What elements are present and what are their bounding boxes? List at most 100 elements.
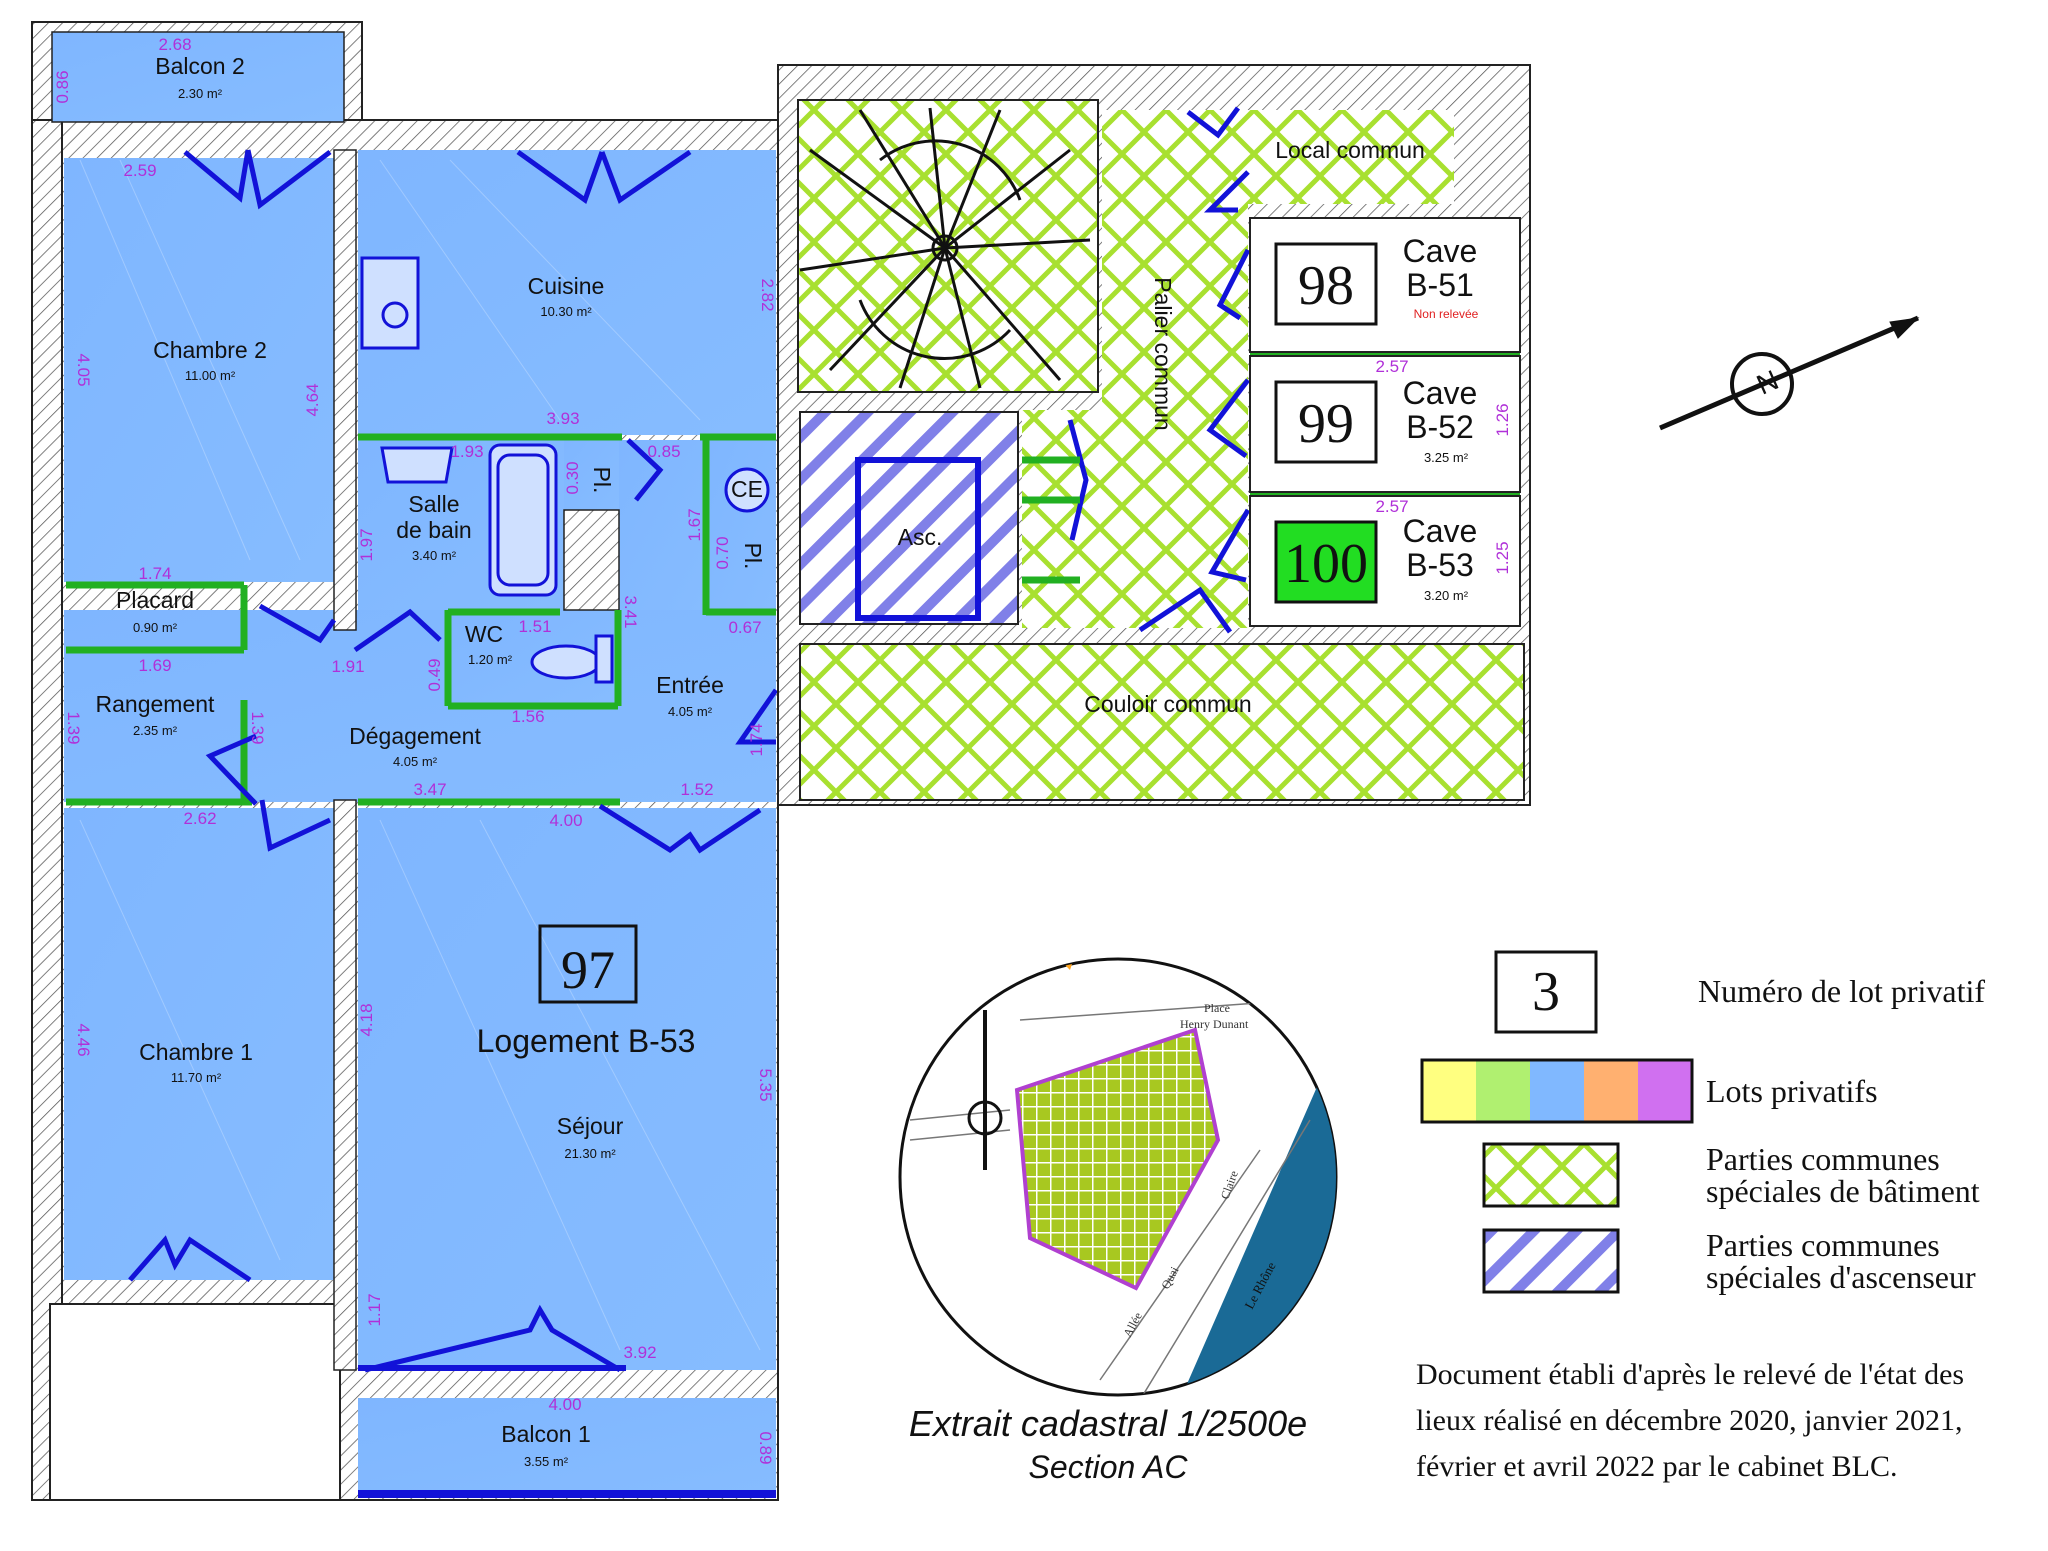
dim-text: 1.93 — [450, 442, 483, 461]
pl1-label: Pl. — [589, 467, 615, 494]
cave-98-note: Non relevée — [1414, 307, 1479, 321]
chambre-1-label: Chambre 1 — [139, 1039, 253, 1065]
svg-text:N: N — [1752, 364, 1783, 401]
doors — [128, 149, 779, 1498]
cave-99-label1: Cave — [1403, 375, 1478, 411]
salle-de-bain-label-1: Salle — [408, 491, 459, 517]
dim-text: 4.18 — [357, 1003, 376, 1036]
cadastre-subtitle: Section AC — [1029, 1449, 1189, 1485]
dim-text: 2.62 — [183, 809, 216, 828]
balcon-1-area: 3.55 m² — [524, 1454, 569, 1469]
balcon-2-area: 2.30 m² — [178, 86, 223, 101]
dim-text: 0.70 — [713, 536, 732, 569]
room-pl2-ce — [706, 440, 776, 610]
chambre-1-area: 11.70 m² — [171, 1070, 222, 1085]
salle-de-bain-area: 3.40 m² — [412, 548, 457, 563]
footnote-line-1: Document établi d'après le relevé de l'é… — [1416, 1358, 1964, 1391]
entree-label: Entrée — [656, 672, 724, 698]
asc-label: Asc. — [898, 524, 943, 550]
footnote-line-2: lieux réalisé en décembre 2020, janvier … — [1416, 1404, 1962, 1437]
dim-text: 1.91 — [331, 657, 364, 676]
couloir-commun — [799, 643, 1525, 801]
dim-text: 1.25 — [1493, 541, 1512, 574]
legend-item-label: Parties communes — [1706, 1227, 1940, 1263]
logement-label: Logement B-53 — [477, 1023, 696, 1059]
dim-text: 1.74 — [747, 723, 766, 756]
cuisine-label: Cuisine — [528, 273, 605, 299]
dim-text: 1.69 — [138, 656, 171, 675]
ce-label: CE — [731, 476, 763, 502]
legend: 3 Numéro de lot privatif Lots privatifs … — [1420, 950, 1985, 1295]
legend-item-label-2: spéciales d'ascenseur — [1706, 1259, 1976, 1295]
dim-text: 1.52 — [680, 780, 713, 799]
dim-text: 3.93 — [546, 409, 579, 428]
green-partitions — [66, 433, 776, 806]
fixtures — [360, 256, 770, 684]
cave-100-number: 100 — [1284, 533, 1368, 595]
dim-text: 1.74 — [138, 564, 171, 583]
cave-100-label2: B-53 — [1406, 547, 1474, 583]
dim-text: 1.39 — [64, 711, 83, 744]
dim-text: 4.46 — [74, 1023, 93, 1056]
dim-text: 1.26 — [1493, 403, 1512, 436]
rooms — [49, 31, 776, 1501]
placard-area: 0.90 m² — [133, 620, 178, 635]
footnote-line-3: février et avril 2022 par le cabinet BLC… — [1416, 1450, 1897, 1483]
cadastral-extract: Place Henry Dunant Le Rhône Allée Quai C… — [898, 957, 1338, 1485]
room-degagement-entree — [64, 610, 776, 802]
cave-98-label2: B-51 — [1406, 267, 1474, 303]
cave-99-area: 3.25 m² — [1424, 450, 1469, 465]
dim-text: 5.35 — [756, 1068, 775, 1101]
dim-text: 1.56 — [511, 707, 544, 726]
dim-text: 3.47 — [413, 780, 446, 799]
dim-text: 0.30 — [563, 461, 582, 494]
staircase-icon — [799, 107, 1091, 389]
dim-text: 2.59 — [123, 161, 156, 180]
dim-text: 1.51 — [518, 617, 551, 636]
room-cuisine — [358, 150, 776, 435]
dim-text: 2.68 — [158, 35, 191, 54]
room-chambre-2 — [64, 158, 334, 582]
legend-lot-number: 3 — [1532, 961, 1560, 1023]
shading-lines — [79, 159, 761, 1351]
cave-99-label2: B-52 — [1406, 409, 1474, 445]
ce-icon — [724, 467, 770, 513]
dim-text: 4.00 — [548, 1395, 581, 1414]
dimensions: 2.68 0.86 2.59 4.05 4.64 2.82 3.93 1.93 … — [53, 35, 777, 1465]
pl2-label: Pl. — [740, 543, 766, 570]
cad-henry: Henry Dunant — [1180, 1017, 1249, 1031]
local-commun — [1248, 110, 1454, 204]
dim-text: 2.82 — [758, 278, 777, 311]
balcon-1-label: Balcon 1 — [501, 1421, 591, 1447]
dim-text: 3.41 — [621, 595, 640, 628]
palier-commun — [1022, 410, 1248, 628]
sejour-label: Séjour — [557, 1113, 624, 1139]
local-label: Local commun — [1275, 137, 1425, 163]
room-balcon-2 — [51, 31, 345, 123]
north-arrow-icon: N — [1659, 315, 1920, 431]
palier-commun-upper — [1102, 110, 1248, 430]
cave-98-label1: Cave — [1403, 233, 1478, 269]
dim-text: 2.57 — [1375, 357, 1408, 376]
dim-text: 3.92 — [623, 1343, 656, 1362]
dim-text: 0.86 — [53, 70, 72, 103]
legend-item-label: Numéro de lot privatif — [1698, 973, 1985, 1009]
room-pl1 — [564, 440, 619, 510]
rangement-area: 2.35 m² — [133, 723, 178, 738]
wc-area: 1.20 m² — [468, 652, 513, 667]
dim-text: 0.85 — [647, 442, 680, 461]
dim-text: 1.39 — [248, 711, 267, 744]
entree-area: 4.05 m² — [668, 704, 713, 719]
balcon-2-label: Balcon 2 — [155, 53, 245, 79]
cave-98-number: 98 — [1298, 255, 1354, 317]
chambre-2-area: 11.00 m² — [185, 368, 236, 383]
lift-shaft — [799, 411, 1019, 625]
legend-item-label-2: spéciales de bâtiment — [1706, 1173, 1980, 1209]
caves: 98 Cave B-51 Non relevée 99 Cave B-52 3.… — [1249, 217, 1521, 627]
dim-text: 0.49 — [425, 658, 444, 691]
dim-text: 0.67 — [728, 618, 761, 637]
dim-text: 1.97 — [357, 528, 376, 561]
cave-99-number: 99 — [1298, 393, 1354, 455]
room-sejour — [358, 808, 776, 1370]
